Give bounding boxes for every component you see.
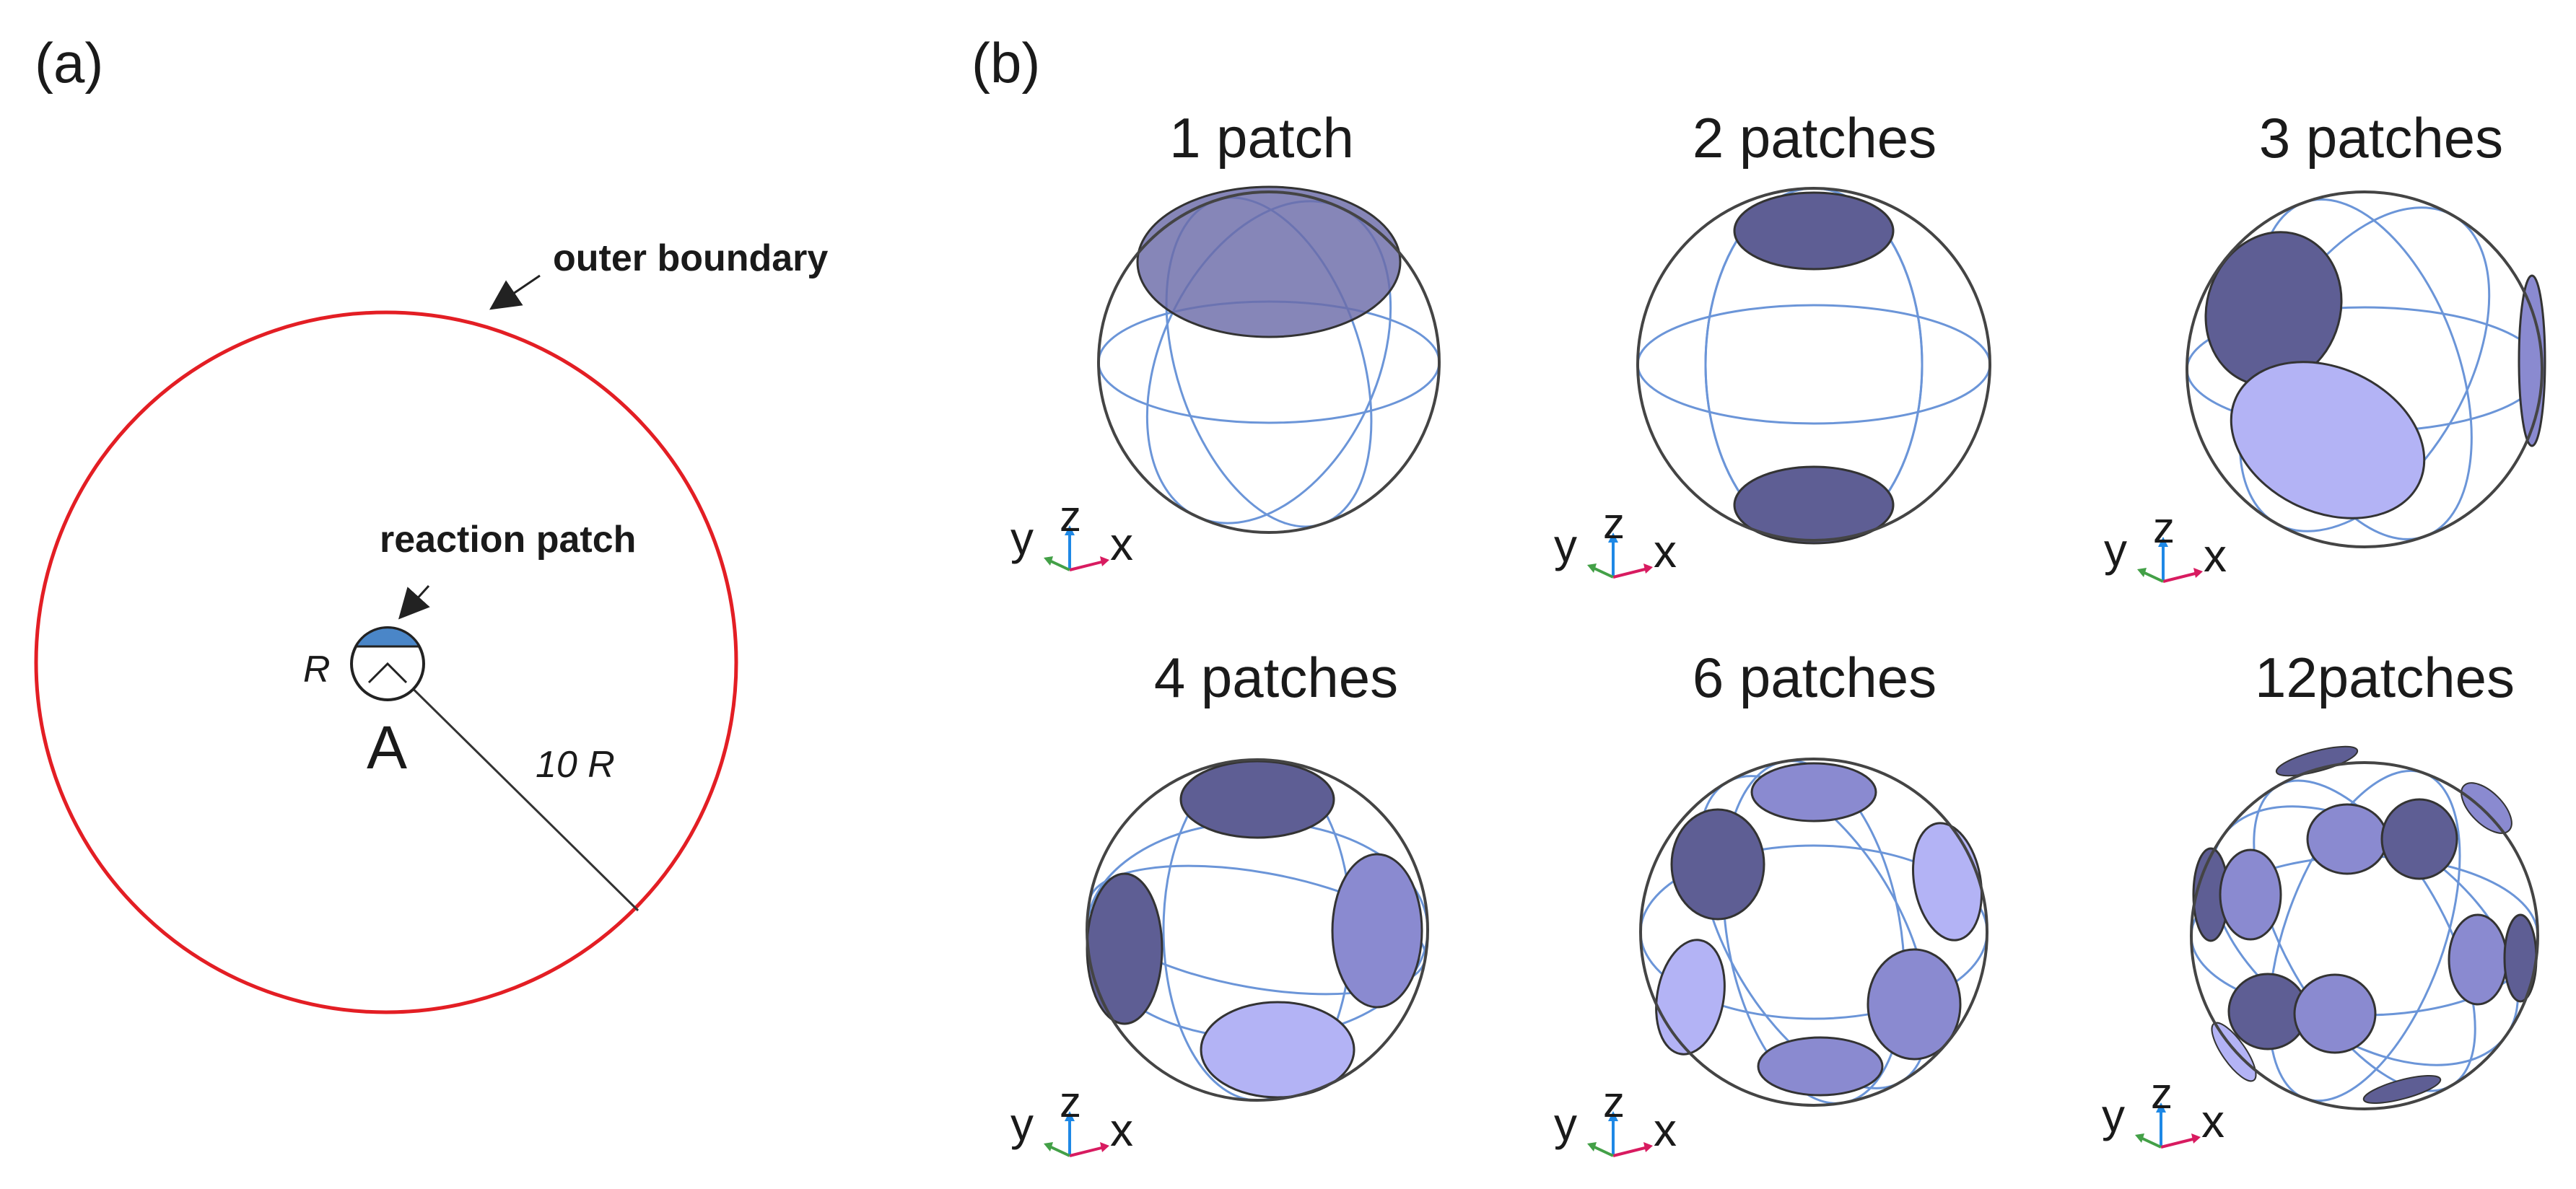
axis-triad-3: y z x bbox=[2104, 504, 2227, 583]
axis-triad-2: y z x bbox=[1554, 499, 1677, 579]
patch bbox=[2448, 913, 2508, 1006]
patch bbox=[1866, 948, 1962, 1061]
outer-boundary-label: outer boundary bbox=[553, 237, 829, 279]
patch bbox=[2461, 782, 2512, 834]
axis-triad-4: y z x bbox=[1010, 1078, 1133, 1157]
reaction-patch-label: reaction patch bbox=[380, 519, 637, 561]
reaction-patch-arrow bbox=[398, 584, 430, 620]
outer-boundary-arrow bbox=[489, 274, 541, 310]
radius-label: R bbox=[303, 649, 331, 690]
distance-line bbox=[386, 662, 639, 912]
outer-boundary-circle bbox=[34, 310, 738, 1014]
patch bbox=[2219, 848, 2282, 941]
patch bbox=[2380, 798, 2458, 880]
patch bbox=[1733, 465, 1895, 545]
sphere-title-2-patches: 2 patches bbox=[1692, 106, 1937, 170]
patch bbox=[1331, 853, 1423, 1009]
panel-b-label: (b) bbox=[972, 31, 1041, 95]
sphere-title-3-patches: 3 patches bbox=[2258, 106, 2504, 170]
patch bbox=[2503, 913, 2538, 1003]
panel-a-label: (a) bbox=[35, 31, 104, 95]
particle-label: A bbox=[367, 714, 408, 781]
sphere-title-12-patches: 12patches bbox=[2255, 646, 2515, 709]
patch-angle-marker bbox=[367, 662, 408, 684]
axis-triad-1: y z x bbox=[1010, 492, 1133, 571]
sphere-title-1-patch: 1 patch bbox=[1169, 106, 1354, 170]
patch bbox=[1912, 822, 1983, 942]
patch bbox=[1670, 808, 1765, 921]
patch bbox=[2362, 1075, 2442, 1104]
axis-triad-5: y z x bbox=[1554, 1078, 1677, 1157]
patch bbox=[1136, 185, 1402, 338]
patch bbox=[1757, 1036, 1884, 1097]
patch bbox=[2306, 803, 2388, 875]
distance-label: 10 R bbox=[536, 744, 615, 786]
patch bbox=[1655, 939, 1726, 1056]
reaction-patch-cap bbox=[354, 626, 422, 648]
patch bbox=[1200, 1001, 1355, 1099]
sphere-title-4-patches: 4 patches bbox=[1153, 646, 1399, 709]
axis-triad-6: y z x bbox=[2102, 1069, 2224, 1149]
sphere-title-6-patches: 6 patches bbox=[1692, 646, 1937, 709]
patch bbox=[1750, 762, 1877, 822]
patch bbox=[2230, 361, 2426, 519]
patch bbox=[2275, 745, 2359, 777]
patch bbox=[2293, 973, 2377, 1054]
patch bbox=[1733, 191, 1895, 271]
